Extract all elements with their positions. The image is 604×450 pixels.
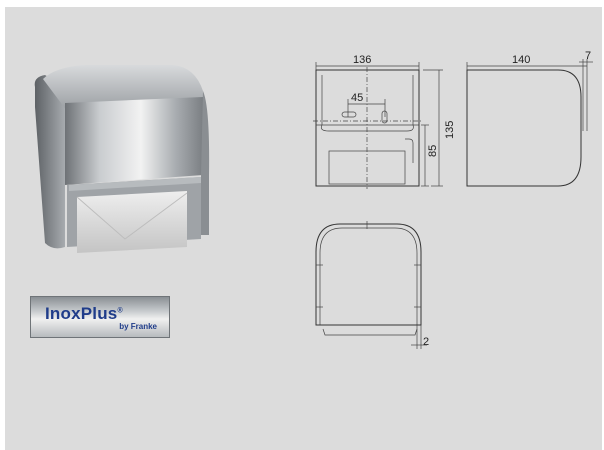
dim-front-width: 136 bbox=[353, 54, 371, 66]
dim-bottom-thickness: 2 bbox=[423, 336, 429, 348]
logo-byline: by Franke bbox=[119, 322, 157, 331]
dim-roll-height: 85 bbox=[427, 145, 439, 157]
technical-drawing: 136 45 85 135 140 7 2 bbox=[34, 50, 593, 349]
dim-side-depth: 140 bbox=[512, 54, 530, 66]
photo-paper-roll bbox=[77, 191, 187, 253]
product-photo bbox=[34, 65, 210, 253]
inoxplus-logo: InoxPlus® by Franke bbox=[30, 296, 170, 338]
dim-side-lip: 7 bbox=[585, 50, 591, 62]
photo-right-side bbox=[201, 91, 210, 235]
dim-hole-spacing: 45 bbox=[351, 92, 363, 104]
bottom-view bbox=[315, 221, 427, 349]
dim-total-height: 135 bbox=[444, 121, 456, 139]
photo-front-face bbox=[65, 97, 203, 185]
front-view bbox=[313, 62, 443, 189]
logo-brand: InoxPlus® bbox=[45, 304, 123, 323]
drawing-canvas: 136 45 85 135 140 7 2 InoxPlus® by Frank… bbox=[5, 7, 602, 450]
photo-side-panel bbox=[34, 75, 65, 249]
side-view bbox=[466, 59, 593, 187]
